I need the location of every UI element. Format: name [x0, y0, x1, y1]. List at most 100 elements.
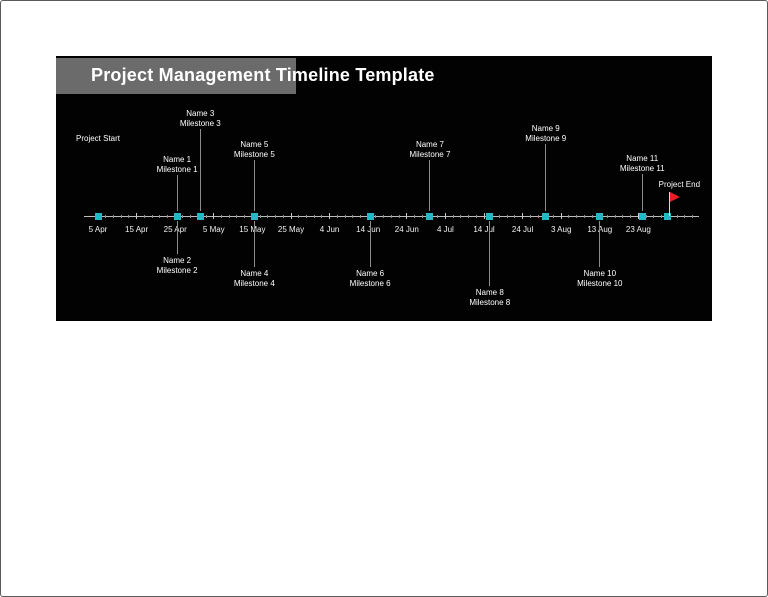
- axis-tick: [684, 215, 686, 218]
- milestone-sublabel: Milestone 2: [156, 266, 198, 275]
- axis-tick: [552, 215, 554, 218]
- axis-tick: [298, 215, 300, 218]
- axis-date-label: 4 Jul: [436, 225, 454, 234]
- axis-tick: [136, 213, 138, 219]
- axis-tick: [259, 215, 261, 218]
- axis-tick: [529, 215, 531, 218]
- milestone-connector: [369, 221, 371, 267]
- axis-date-label: 24 Jul: [511, 225, 534, 234]
- timeline-slide: Project Management Timeline Template 5 A…: [56, 56, 712, 321]
- axis-date-label: 15 Apr: [125, 225, 149, 234]
- milestone-name: Name 5: [240, 140, 269, 149]
- axis-tick: [691, 215, 693, 218]
- title-banner: [56, 58, 296, 94]
- axis-tick: [336, 215, 338, 218]
- axis-tick: [607, 215, 609, 218]
- axis-tick: [282, 215, 284, 218]
- axis-tick: [112, 215, 114, 218]
- axis-tick: [159, 215, 161, 218]
- axis-tick: [182, 215, 184, 218]
- milestone-name: Name 6: [356, 269, 385, 278]
- milestone-sublabel: Milestone 9: [525, 134, 567, 143]
- axis-tick: [375, 215, 377, 218]
- milestone-name: Name 9: [531, 124, 560, 133]
- axis-tick: [568, 215, 570, 218]
- milestone-name: Name 2: [163, 256, 192, 265]
- milestone-sublabel: Milestone 4: [233, 279, 275, 288]
- milestone-marker: [250, 213, 258, 220]
- milestone-sublabel: Milestone 5: [233, 150, 275, 159]
- project-end-label: Project End: [658, 180, 701, 189]
- milestone-connector: [199, 129, 201, 211]
- milestone-connector: [176, 175, 178, 211]
- axis-tick: [444, 213, 446, 219]
- axis-tick: [398, 215, 400, 218]
- axis-tick: [390, 215, 392, 218]
- milestone-marker: [196, 213, 204, 220]
- axis-tick: [120, 215, 122, 218]
- axis-date-label: 5 Apr: [88, 225, 108, 234]
- axis-tick: [406, 213, 408, 219]
- milestone-connector: [176, 221, 178, 254]
- axis-tick: [622, 215, 624, 218]
- axis-date-label: 4 Jun: [319, 225, 340, 234]
- milestone-sublabel: Milestone 3: [179, 119, 221, 128]
- axis-tick: [383, 215, 385, 218]
- axis-tick: [498, 215, 500, 218]
- axis-date-label: 15 May: [239, 225, 266, 234]
- axis-tick: [228, 215, 230, 218]
- axis-tick: [352, 215, 354, 218]
- milestone-connector: [545, 144, 547, 211]
- axis-tick: [560, 213, 562, 219]
- axis-tick: [205, 215, 207, 218]
- milestone-marker: [173, 213, 181, 220]
- axis-tick: [421, 215, 423, 218]
- milestone-name: Name 8: [475, 288, 504, 297]
- milestone-sublabel: Milestone 10: [577, 279, 623, 288]
- milestone-sublabel: Milestone 11: [619, 164, 665, 173]
- axis-date-label: 3 Aug: [550, 225, 572, 234]
- milestone-sublabel: Milestone 8: [469, 298, 511, 307]
- axis-tick: [645, 215, 647, 218]
- axis-tick: [637, 213, 639, 219]
- axis-date-label: 25 May: [277, 225, 305, 234]
- axis-tick: [475, 215, 477, 218]
- milestone-marker: [426, 213, 434, 220]
- milestone-connector: [599, 221, 601, 267]
- axis-tick: [359, 215, 361, 218]
- axis-tick: [522, 213, 524, 219]
- axis-date-label: 14 Jun: [356, 225, 381, 234]
- milestone-marker: [94, 213, 102, 220]
- page-title: Project Management Timeline Template: [91, 65, 435, 85]
- axis-tick: [460, 215, 462, 218]
- axis-tick: [190, 215, 192, 218]
- milestone-name: Name 4: [240, 269, 269, 278]
- axis-tick: [661, 215, 663, 218]
- axis-tick: [105, 215, 107, 218]
- flag-pole-icon: [669, 192, 671, 216]
- milestone-connector: [429, 160, 431, 211]
- axis-tick: [213, 213, 215, 219]
- axis-tick: [275, 215, 277, 218]
- milestone-name: Name 7: [415, 140, 444, 149]
- axis-tick: [506, 215, 508, 218]
- project-start-label: Project Start: [75, 134, 121, 143]
- milestone-marker: [596, 213, 604, 220]
- milestone-marker: [366, 213, 374, 220]
- axis-tick: [483, 213, 485, 219]
- axis-tick: [236, 215, 238, 218]
- axis-tick: [591, 215, 593, 218]
- axis-date-label: 24 Jun: [394, 225, 419, 234]
- axis-date-label: 25 Apr: [163, 225, 187, 234]
